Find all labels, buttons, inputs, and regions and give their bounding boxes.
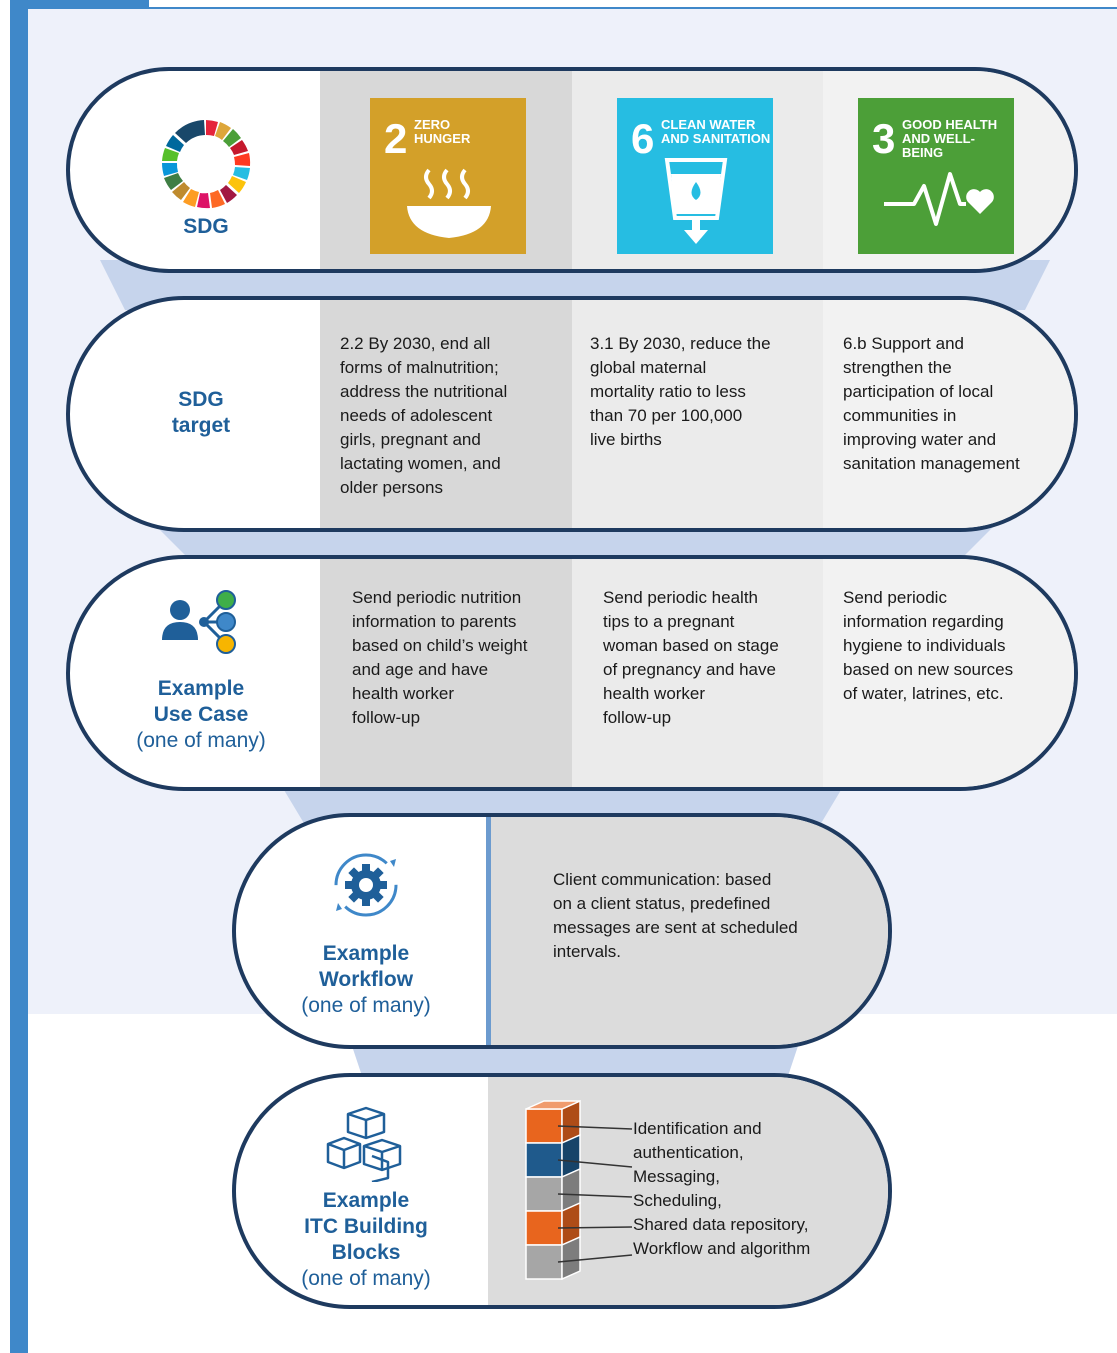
left-accent-bar [10, 7, 28, 1353]
gear-cycle-icon [334, 853, 398, 917]
building-block-item: Shared data repository, [633, 1215, 809, 1234]
goal-tile-zero-hunger: 2 ZERO HUNGER [370, 98, 526, 254]
top-accent-tab [10, 0, 149, 10]
target-text-3-1: 3.1 By 2030, reduce the global maternal … [590, 334, 771, 449]
use-case-text-hygiene: Send periodic information regarding hygi… [843, 588, 1014, 703]
block-leader-line [557, 1226, 633, 1229]
block-leader-line [557, 1125, 633, 1130]
block-front [525, 1108, 563, 1144]
block-front [525, 1142, 563, 1178]
bowl-icon [407, 168, 491, 238]
water-glass-icon [664, 158, 728, 244]
building-block-item: Identification and [633, 1119, 762, 1138]
use-case-text-health: Send periodic health tips to a pregnant … [603, 588, 779, 727]
workflow-text: Client communication: based on a client … [553, 870, 798, 961]
workflow-row [232, 813, 892, 1049]
goal-tile-good-health: 3 GOOD HEALTH AND WELL-BEING [858, 98, 1014, 254]
building-block-item: Messaging, [633, 1167, 720, 1186]
heartbeat-icon [884, 172, 994, 226]
user-share-icon [162, 590, 236, 654]
block-leader-line [557, 1159, 633, 1168]
block-side [561, 1235, 581, 1281]
use-case-label: Example Use Case (one of many) [136, 677, 266, 752]
block-leader-line [557, 1254, 633, 1263]
goal-tile-clean-water: 6 CLEAN WATER AND SANITATION [617, 98, 773, 254]
workflow-label: Example Workflow (one of many) [301, 942, 431, 1017]
block-front [525, 1210, 563, 1246]
block-top [525, 1100, 581, 1110]
sdg-row-label: SDG [183, 215, 229, 238]
sdg-wheel-icon [162, 120, 251, 209]
block-leader-line [557, 1193, 633, 1198]
building-block-item: Scheduling, [633, 1191, 722, 1210]
building-block-item: authentication, [633, 1143, 744, 1162]
sdg-target-label: SDG target [171, 388, 231, 437]
building-blocks-label: Example ITC Building Blocks (one of many… [301, 1189, 431, 1290]
sdg-target-row [66, 296, 1078, 532]
use-case-row [66, 555, 1078, 791]
target-text-6-b: 6.b Support and strengthen the participa… [843, 334, 1020, 473]
building-block-stack [525, 1099, 633, 1281]
target-text-2-2: 2.2 By 2030, end all forms of malnutriti… [340, 334, 508, 497]
cubes-icon [326, 1106, 402, 1182]
block-front [525, 1244, 563, 1280]
top-accent-line [149, 7, 1117, 9]
building-block-item: Workflow and algorithm [633, 1239, 811, 1258]
use-case-text-nutrition: Send periodic nutrition information to p… [352, 588, 528, 727]
block-front [525, 1176, 563, 1212]
